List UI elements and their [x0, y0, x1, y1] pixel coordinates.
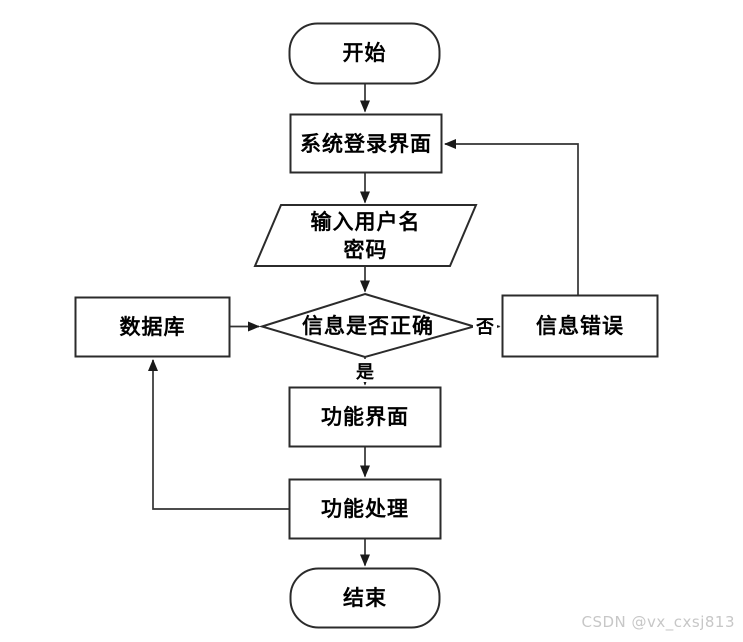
- csdn-watermark: CSDN @vx_cxsj813: [581, 613, 735, 631]
- input-credentials-node-shape: [253, 204, 478, 267]
- login-screen-node-shape: [289, 113, 443, 174]
- edge-error-to-login-feedback: [444, 139, 579, 295]
- end-node-shape: [289, 567, 441, 629]
- database-node-shape: [74, 296, 231, 358]
- start-node-shape: [288, 22, 441, 85]
- edge-process-to-database-feedback: [148, 359, 289, 510]
- function-process-node-shape: [288, 478, 442, 540]
- function-screen-node-shape: [288, 386, 442, 448]
- decision-node-shape: [258, 292, 478, 359]
- info-error-node-shape: [501, 294, 659, 358]
